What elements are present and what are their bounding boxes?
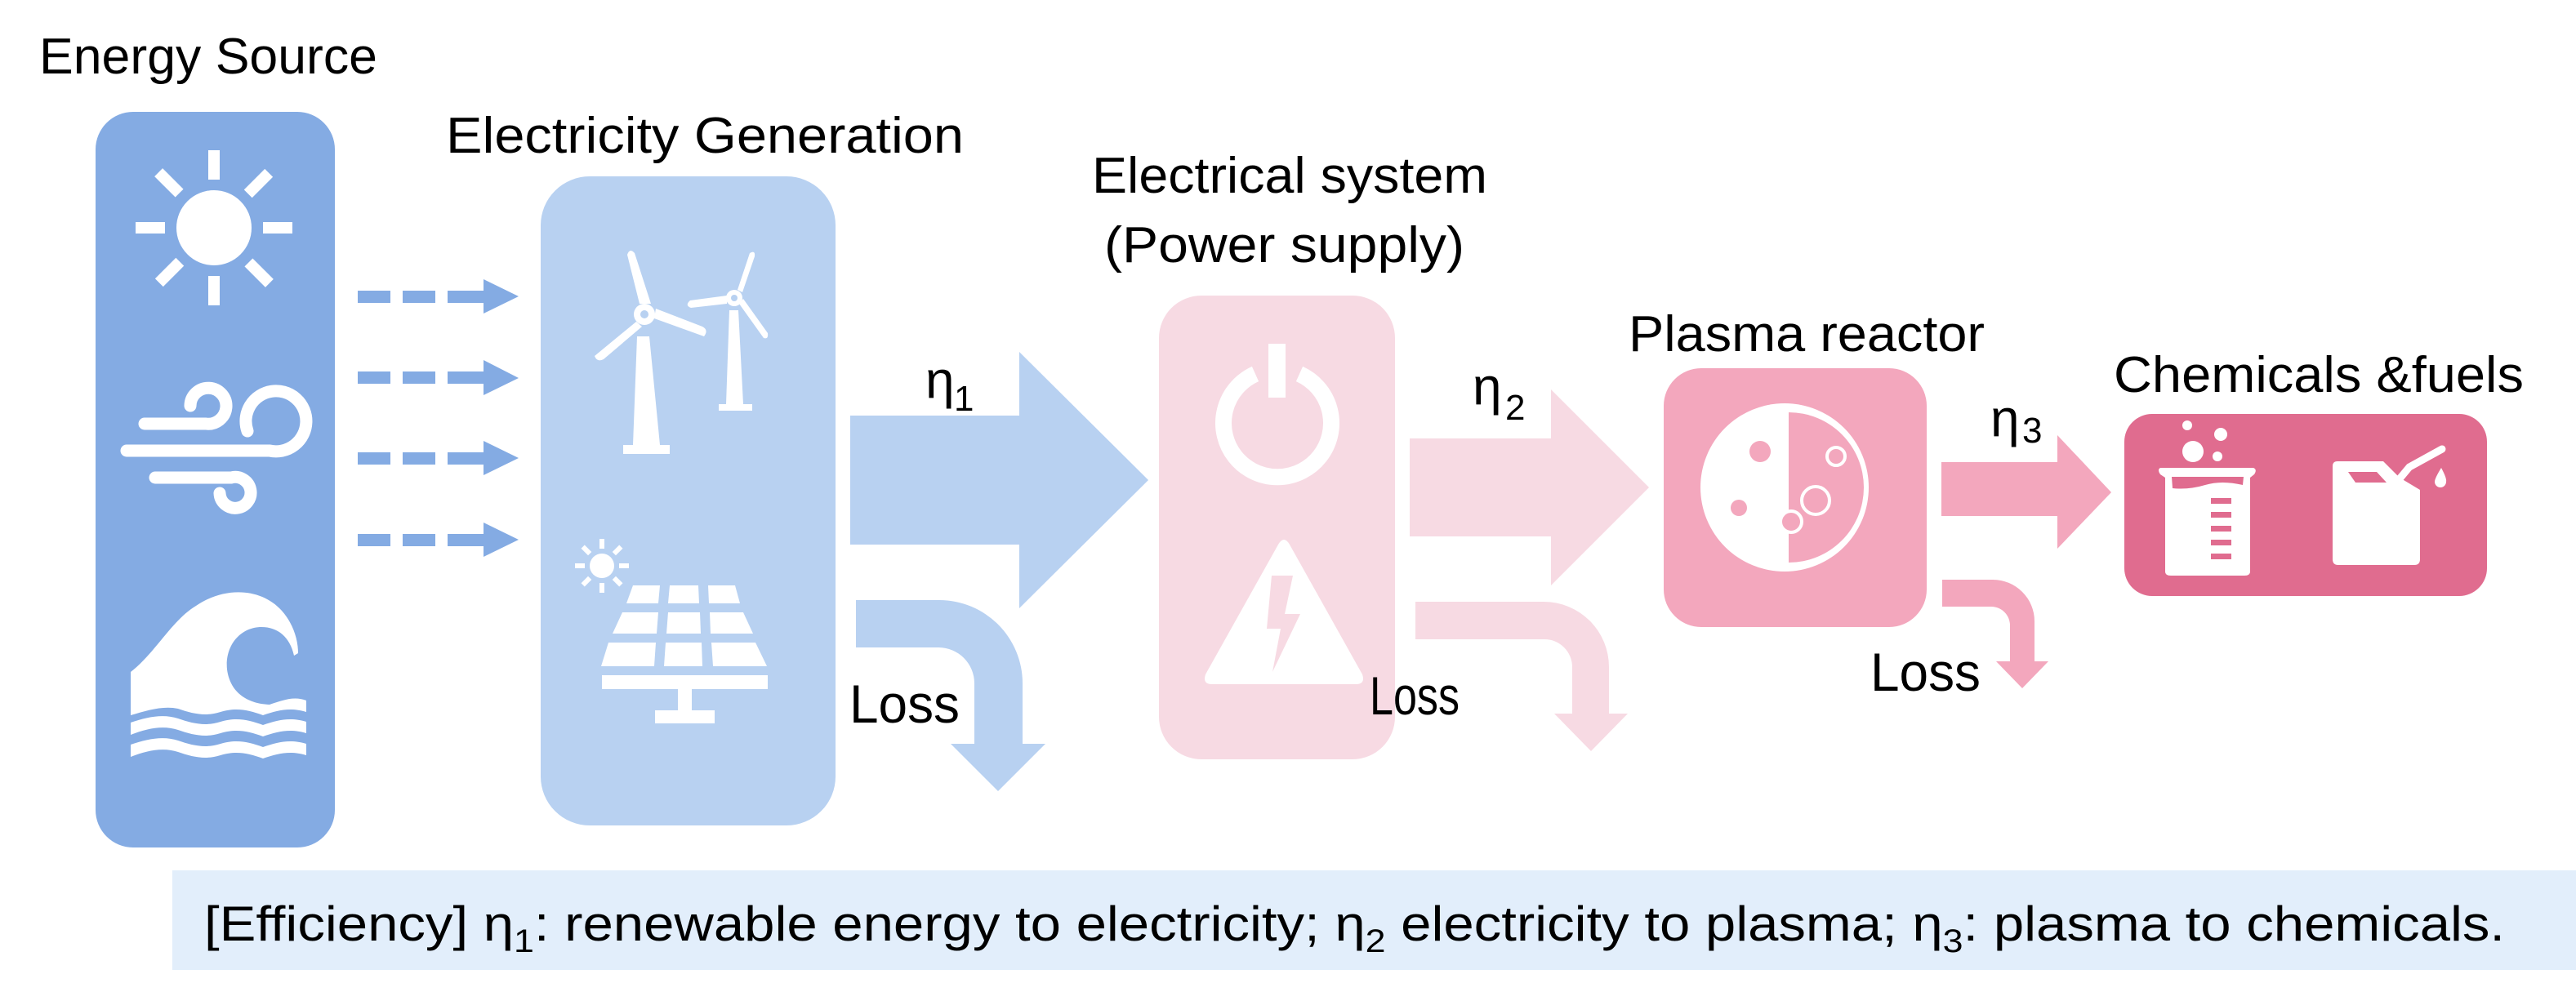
loss-arrow-2: [1415, 602, 1628, 751]
wind-icon: [120, 381, 313, 514]
electricity-generation-box: [541, 176, 836, 825]
wind-turbines-icon: [595, 250, 769, 454]
caption-background: [172, 870, 2576, 970]
energy-source-box: [96, 112, 335, 847]
eta-1-symbol: η: [925, 350, 955, 409]
caption-text: [Efficiency] η1: renewable energy to ele…: [204, 896, 2505, 959]
power-button-icon: [1215, 344, 1339, 486]
solar-panel-icon: [575, 539, 768, 723]
loss-arrow-3: [1942, 580, 2048, 688]
eta-3-symbol: η: [1990, 389, 2020, 447]
dashed-arrow: [358, 279, 519, 314]
efficiency-arrow-3: [1941, 435, 2111, 549]
caption-part-1: [Efficiency] η: [204, 896, 514, 951]
loss-label-3: Loss: [1870, 642, 1981, 702]
dashed-arrow: [358, 523, 519, 557]
beaker-icon: [2159, 420, 2256, 576]
plasma-sphere-icon: [1700, 403, 1869, 572]
dashed-arrow: [358, 360, 519, 395]
caption-part-2: : renewable energy to electricity; η: [534, 896, 1366, 951]
electrical-system-title: Electrical system: [1092, 148, 1487, 204]
electricity-generation-title: Electricity Generation: [446, 108, 964, 164]
plasma-reactor-box: [1664, 368, 1927, 627]
dashed-arrow: [358, 441, 519, 475]
loss-arrow-1: [856, 600, 1045, 791]
sun-icon: [136, 150, 292, 305]
dashed-arrows: [358, 279, 519, 557]
chemicals-fuels-title: Chemicals &fuels: [2114, 347, 2524, 403]
caption-sub-2: 2: [1366, 923, 1386, 959]
efficiency-arrow-1: [850, 352, 1148, 608]
caption-sub-3: 3: [1943, 923, 1963, 959]
efficiency-caption: [Efficiency] η1: renewable energy to ele…: [172, 870, 2576, 970]
loss-label-2: Loss: [1370, 665, 1460, 726]
power-supply-subtitle: (Power supply): [1104, 217, 1464, 274]
eta-2-subscript: 2: [1505, 388, 1525, 428]
caption-sub-1: 1: [514, 923, 534, 959]
caption-part-3: electricity to plasma; η: [1386, 896, 1943, 951]
wave-icon: [131, 592, 306, 758]
chemicals-fuels-box: [2124, 414, 2487, 596]
high-voltage-icon: [1205, 540, 1363, 684]
efficiency-arrow-2: [1410, 389, 1649, 585]
loss-label-1: Loss: [849, 674, 960, 734]
energy-source-title: Energy Source: [39, 29, 377, 85]
eta-1-subscript: 1: [954, 379, 974, 419]
eta-2-symbol: η: [1473, 357, 1502, 416]
caption-part-4: : plasma to chemicals.: [1963, 896, 2506, 951]
electrical-system-box: [1159, 296, 1395, 759]
plasma-reactor-title: Plasma reactor: [1629, 306, 1985, 363]
fuel-can-icon: [2333, 445, 2447, 565]
eta-3-subscript: 3: [2022, 411, 2042, 451]
